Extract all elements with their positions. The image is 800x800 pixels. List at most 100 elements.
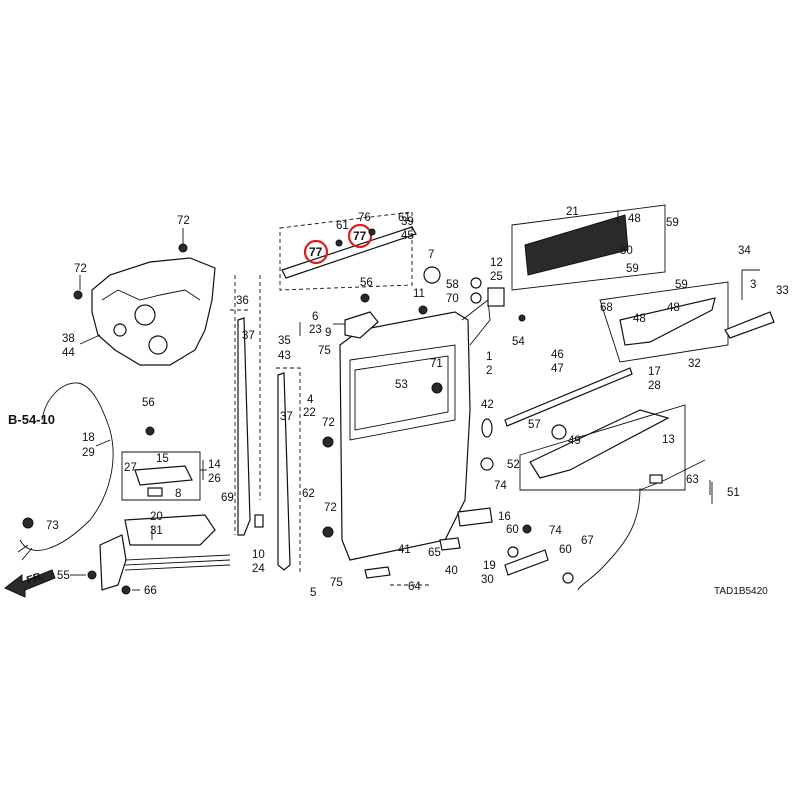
- bracket-6: [344, 293, 379, 339]
- callout-43: 43: [278, 350, 291, 362]
- callout-30: 30: [481, 574, 494, 586]
- callout-28: 28: [648, 380, 661, 392]
- callout-34: 34: [738, 245, 751, 257]
- callout-72c: 72: [322, 417, 335, 429]
- callout-55: 55: [57, 570, 70, 582]
- callout-77b: 77: [353, 229, 367, 243]
- callout-37b: 37: [280, 411, 293, 423]
- callout-61b: 61: [398, 212, 411, 224]
- callout-74b: 74: [549, 525, 562, 537]
- callout-59a: 59: [666, 217, 679, 229]
- callout-7: 7: [428, 249, 434, 261]
- callout-42: 42: [481, 399, 494, 411]
- highlight-ring-77a: [303, 239, 329, 265]
- sliding-door-panel: [322, 305, 471, 561]
- callout-8: 8: [175, 488, 181, 500]
- callout-23: 23: [309, 324, 322, 336]
- callout-12: 12: [490, 257, 503, 269]
- callout-50: 50: [620, 245, 633, 257]
- callout-53: 53: [395, 379, 408, 391]
- callout-38: 38: [62, 333, 75, 345]
- callout-72a: 72: [177, 215, 190, 227]
- callout-32: 32: [688, 358, 701, 370]
- callout-62: 62: [302, 488, 315, 500]
- door-actuator: [22, 514, 231, 595]
- callout-9: 9: [325, 327, 331, 339]
- callout-46: 46: [551, 349, 564, 361]
- garnish-21: [511, 204, 666, 291]
- callout-24: 24: [252, 563, 265, 575]
- callout-48a: 48: [628, 213, 641, 225]
- callout-57: 57: [528, 419, 541, 431]
- callout-65: 65: [428, 547, 441, 559]
- callout-41: 41: [398, 544, 411, 556]
- callout-54: 54: [512, 336, 525, 348]
- sill-garnish: [519, 404, 686, 491]
- callout-52: 52: [507, 459, 520, 471]
- callout-37a: 37: [242, 330, 255, 342]
- callout-56a: 56: [360, 277, 373, 289]
- callout-25: 25: [490, 271, 503, 283]
- callout-76: 76: [358, 212, 371, 224]
- callout-14: 14: [208, 459, 221, 471]
- callout-35: 35: [278, 335, 291, 347]
- callout-19: 19: [483, 560, 496, 572]
- callout-59c: 59: [675, 279, 688, 291]
- callout-11: 11: [413, 288, 425, 300]
- callout-68: 68: [600, 302, 613, 314]
- callout-72b: 72: [74, 263, 87, 275]
- callout-33: 33: [776, 285, 789, 297]
- callout-66: 66: [144, 585, 157, 597]
- callout-72d: 72: [324, 502, 337, 514]
- callout-51: 51: [727, 487, 740, 499]
- rail-36: [234, 275, 261, 536]
- callout-31: 31: [150, 525, 163, 537]
- callout-10: 10: [252, 549, 265, 561]
- callout-60b: 60: [559, 544, 572, 556]
- callout-16: 16: [498, 511, 511, 523]
- callout-45: 45: [401, 230, 414, 242]
- callout-59b: 59: [626, 263, 639, 275]
- rail-35: [277, 372, 291, 571]
- callout-61a: 61: [336, 220, 349, 232]
- rail-cover-32: [599, 281, 729, 363]
- callout-15: 15: [156, 453, 169, 465]
- highlight-ring-77b: [347, 223, 373, 249]
- callout-67: 67: [581, 535, 594, 547]
- callout-22: 22: [303, 407, 316, 419]
- callout-49: 49: [568, 435, 581, 447]
- callout-13: 13: [662, 434, 675, 446]
- callout-71: 71: [430, 358, 443, 370]
- callout-labels: 72 72 38 44 36 37 10 24 35 43 37 4 22 62…: [46, 206, 789, 599]
- callout-5: 5: [310, 587, 316, 599]
- callout-64: 64: [408, 581, 421, 593]
- callout-56b: 56: [142, 397, 155, 409]
- callout-39: 39: [401, 216, 414, 228]
- callout-63: 63: [686, 474, 699, 486]
- callout-73: 73: [46, 520, 59, 532]
- door-lining-panel: [73, 243, 216, 366]
- callout-58: 58: [446, 279, 459, 291]
- callout-21: 21: [566, 206, 579, 218]
- callout-29: 29: [82, 447, 95, 459]
- callout-47: 47: [551, 363, 564, 375]
- callout-27: 27: [124, 462, 137, 474]
- callout-20: 20: [150, 511, 163, 523]
- callout-69: 69: [221, 492, 234, 504]
- callout-6: 6: [312, 311, 318, 323]
- callout-44: 44: [62, 347, 75, 359]
- callout-75a: 75: [318, 345, 331, 357]
- callout-4: 4: [307, 394, 314, 406]
- diagram-code: TAD1B5420: [714, 586, 768, 597]
- reference-label: B-54-10: [8, 412, 55, 427]
- callout-17: 17: [648, 366, 661, 378]
- callout-36: 36: [236, 295, 249, 307]
- callout-40: 40: [445, 565, 458, 577]
- callout-1: 1: [486, 351, 492, 363]
- front-label: FR.: [25, 570, 46, 587]
- callout-3: 3: [750, 279, 756, 291]
- callout-77a: 77: [309, 245, 323, 259]
- callout-48c: 48: [633, 313, 646, 325]
- callout-26: 26: [208, 473, 221, 485]
